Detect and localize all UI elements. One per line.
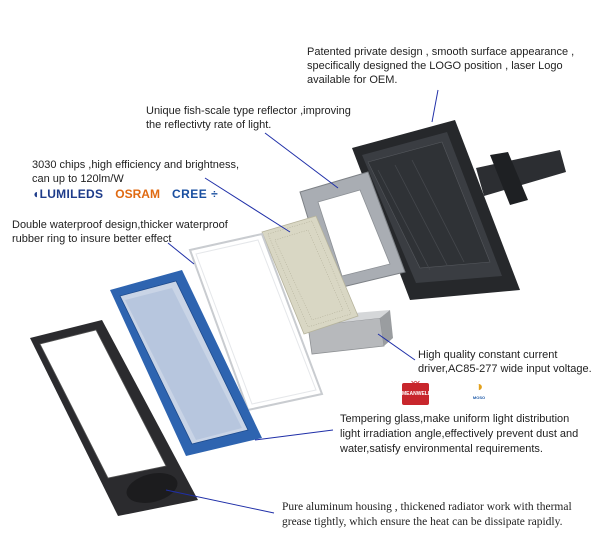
front-frame (30, 320, 198, 516)
callout-driver: High quality constant current driver,AC8… (418, 349, 592, 375)
callout-reflector: Unique fish-scale type reflector ,improv… (146, 105, 351, 131)
chip-brand-logos: ◖LUMILEDS OSRAM CREE ÷ (32, 187, 218, 201)
lumileds-icon: ◖ (32, 187, 40, 201)
callout-chips: 3030 chips ,high efficiency and brightne… (32, 159, 240, 185)
meanwell-badge: MEANWELL (402, 383, 431, 405)
callout-waterproof: Double waterproof design,thicker waterpr… (12, 219, 228, 245)
waterproof-ring (188, 232, 324, 412)
cree-logo: CREE ÷ (171, 187, 219, 201)
mounting-bracket (476, 150, 566, 205)
led-board (261, 215, 359, 335)
cree-icon: ÷ (211, 187, 219, 201)
lumileds-logo: ◖LUMILEDS (32, 187, 104, 201)
callout-housing: Pure aluminum housing , thickened radiat… (282, 501, 572, 528)
driver-brand-badge: ◑ MOSO (468, 377, 490, 405)
leader-lines (165, 89, 439, 514)
blue-panel (110, 270, 262, 456)
osram-logo: OSRAM (115, 187, 160, 201)
meanwell-icon: 〰 (402, 377, 429, 388)
callout-logo-design: Patented private design , smooth surface… (307, 46, 575, 86)
driver-brand-icon: ◑ (474, 378, 484, 394)
callout-glass: Tempering glass,make uniform light distr… (340, 413, 579, 455)
